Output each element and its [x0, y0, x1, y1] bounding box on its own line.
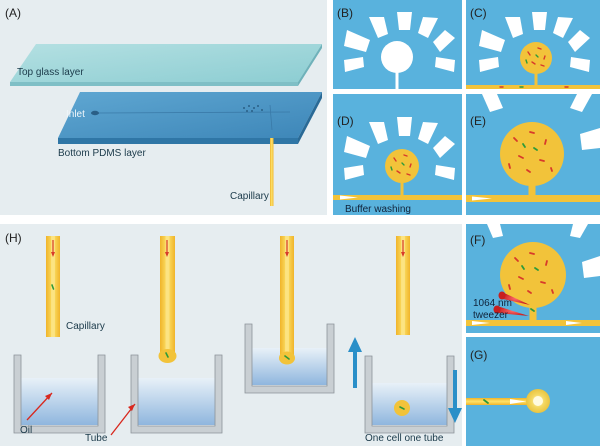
channel-e — [466, 195, 600, 202]
panel-b-label: (B) — [337, 6, 353, 20]
panel-d-label: (D) — [337, 114, 354, 128]
flow-arrow-e — [472, 196, 492, 201]
cells-d — [390, 154, 412, 176]
capillary-label-a: Capillary — [230, 191, 269, 202]
chamber-dots — [243, 105, 263, 112]
panel-g: (G) — [466, 337, 600, 446]
top-glass-layer — [10, 44, 322, 86]
step-2-capillary — [158, 236, 177, 363]
chamber-stem-e — [528, 184, 536, 198]
step-1-tube — [13, 354, 106, 434]
bottom-pdms-label: Bottom PDMS layer — [58, 148, 146, 159]
one-cell-one-tube-label: One cell one tube — [365, 433, 444, 444]
panel-a: (A) Top glass layer Inlet Bottom PDMS la… — [0, 0, 327, 215]
chamber-stem-d — [400, 182, 404, 196]
electrode-fans-c — [479, 12, 590, 72]
flow-arrow-d — [340, 195, 358, 200]
panel-g-label: (G) — [470, 348, 487, 362]
buffer-washing-label: Buffer washing — [345, 204, 411, 215]
step-4-capillary — [396, 236, 410, 335]
flow-arrow-f2 — [566, 321, 582, 325]
cell-chamber-e — [500, 122, 564, 186]
cell-chamber-d — [385, 149, 419, 183]
electrode-fans-e — [482, 94, 600, 150]
panel-h: (H) Capillary Oil — [0, 224, 462, 446]
trapped-cell-f — [530, 308, 535, 312]
panel-b: (B) — [333, 0, 462, 89]
laser-spot-lower — [493, 305, 501, 314]
step-3-capillary — [279, 236, 295, 365]
step-2-tube — [130, 354, 223, 434]
capillary-label-h: Capillary — [66, 321, 105, 332]
panel-e: (E) — [466, 94, 600, 215]
inlet-label: Inlet — [66, 109, 85, 120]
tube-label: Tube — [85, 433, 108, 444]
panel-d: (D) Buffer washing — [333, 94, 462, 215]
laser-beam-upper — [502, 292, 530, 305]
electrode-fans-d — [344, 117, 455, 180]
tweezer-label-line1: 1064 nm — [473, 298, 512, 309]
oil-arrow — [26, 392, 53, 421]
cells-e — [508, 131, 553, 173]
cells-f — [508, 252, 554, 294]
flow-arrow-g — [510, 399, 526, 404]
down-arrow — [448, 370, 462, 423]
tube-arrow — [110, 403, 136, 436]
panel-c: (C) — [466, 0, 600, 89]
capillary-a — [270, 138, 274, 206]
laser-spot-upper — [498, 291, 506, 300]
laser-beam-lower — [497, 306, 529, 316]
trap-chamber-b — [381, 41, 413, 73]
tweezer-label-line2: tweezer — [473, 310, 509, 321]
chamber-stem-c — [534, 73, 538, 86]
cell-in-capillary-g — [483, 399, 489, 404]
panel-e-label: (E) — [470, 114, 486, 128]
step-4-tube — [364, 355, 455, 434]
capillary-g — [466, 398, 538, 405]
step-1-capillary — [46, 236, 60, 337]
up-arrow — [348, 337, 362, 388]
channel-d — [333, 195, 462, 200]
panel-f: (F) 1064 nm tweezer — [466, 224, 600, 333]
cell-chamber-c — [520, 42, 552, 74]
top-glass-label: Top glass layer — [17, 67, 84, 78]
cells-c — [499, 47, 569, 88]
inlet-hole — [91, 110, 99, 116]
channel-c — [466, 85, 600, 89]
chamber-stem-f — [529, 305, 537, 323]
panel-a-label: (A) — [5, 6, 21, 20]
droplet-core-g — [533, 396, 543, 406]
panel-h-label: (H) — [5, 231, 22, 245]
flow-arrow-f — [472, 321, 490, 325]
oil-label: Oil — [20, 425, 32, 436]
electrode-fans-b — [344, 12, 455, 72]
bottom-pdms-layer — [58, 92, 322, 144]
electrode-fans-f — [487, 224, 600, 278]
channel-f — [466, 320, 600, 326]
panel-f-label: (F) — [470, 233, 485, 247]
panel-c-label: (C) — [470, 6, 487, 20]
chamber-stem-b — [395, 72, 399, 89]
